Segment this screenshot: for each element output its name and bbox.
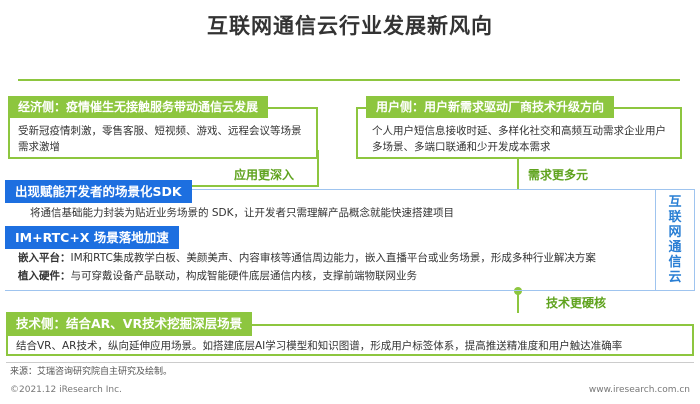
user-side-text: 个人用户短信息接收时延、多样化社交和高频互动需求企业用户多场景、多端口联通和少开… [372,125,666,153]
imrtc-line-1-label: 嵌入平台： [18,252,71,264]
right-connector-line [517,150,519,189]
connector-dot-bottom [514,287,522,295]
imrtc-line-2: 植入硬件：与可穿戴设备产品联动，构成智能硬件底层通信内核，支撑前端物联网业务 [18,268,653,284]
economic-side-text: 受新冠疫情刺激，零售客服、短视频、游戏、远程会议等场景需求激增 [18,125,302,153]
flow-label-tech: 技术更硬核 [546,296,607,310]
side-label: 互联网通信云 [668,195,682,285]
imrtc-line-2-text: 与可穿戴设备产品联动，构成智能硬件底层通信内核，支撑前端物联网业务 [70,270,418,282]
imrtc-line-2-label: 植入硬件： [18,270,71,282]
tech-side-tag: 技术侧：结合AR、VR技术挖掘深层场景 [6,312,253,336]
source-note: 来源：艾瑞咨询研究院自主研究及绘制。 [10,367,173,377]
economic-side-tag: 经济侧：疫情催生无接触服务带动通信云发展 [8,96,269,118]
imrtc-line-1: 嵌入平台：IM和RTC集成教学白板、美颜美声、内容审核等通信周边能力，嵌入直播平… [18,250,653,266]
user-side-tag: 用户侧：用户新需求驱动厂商技术升级方向 [366,96,615,118]
page-title: 互联网通信云行业发展新风向 [207,14,493,38]
middle-section-frame [5,189,655,291]
copyright: ©2021.12 iResearch Inc. [10,385,122,395]
flow-label-demand: 需求更多元 [528,168,589,182]
sdk-text: 将通信基础能力封装为贴近业务场景的 SDK，让开发者只需理解产品概念就能快速搭建… [30,207,454,219]
footer-divider [6,362,694,363]
side-label-bar: 互联网通信云 [655,189,695,291]
sdk-tag: 出现赋能开发者的场景化SDK [5,180,192,203]
left-connector-line [317,150,319,187]
tech-side-text: 结合VR、AR技术，纵向延伸应用场景。如搭建底层AI学习模型和知识图谱，形成用户… [16,340,623,352]
website: www.iresearch.com.cn [588,385,690,395]
imrtc-tag: IM+RTC+X 场景落地加速 [5,226,179,249]
imrtc-line-1-text: IM和RTC集成教学白板、美颜美声、内容审核等通信周边能力，嵌入直播平台或业务场… [70,252,596,264]
flow-label-application: 应用更深入 [234,168,295,182]
top-connector-line [18,79,680,81]
bottom-connector-line [517,291,519,313]
